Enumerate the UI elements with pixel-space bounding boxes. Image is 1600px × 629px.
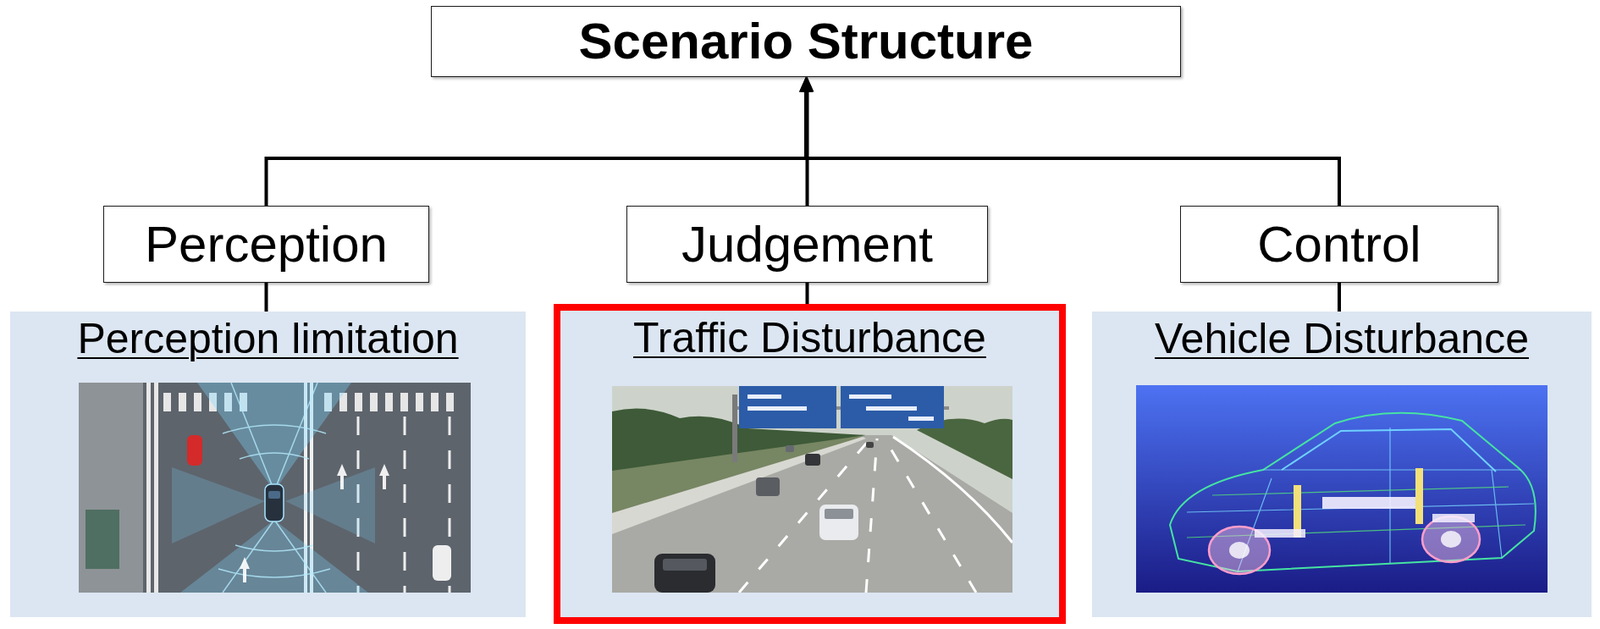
connector-line	[1337, 282, 1341, 312]
connector-arrow	[805, 82, 1340, 207]
panel-heading: Traffic Disturbance	[633, 314, 987, 364]
sensor-illustration	[78, 382, 471, 593]
stage-box: Perception	[103, 205, 430, 283]
factor-panel: Perception limitation	[10, 311, 526, 618]
box-label: Perception	[144, 215, 388, 274]
connector-line	[264, 282, 269, 312]
stage-box: Control	[1180, 205, 1499, 283]
panel-heading: Vehicle Disturbance	[1154, 314, 1529, 365]
vehicle-wireframe	[1136, 385, 1548, 593]
panel-heading: Perception limitation	[77, 314, 458, 365]
highway-photo	[612, 386, 1013, 593]
stage-box: Judgement	[626, 205, 988, 283]
factor-panel: Vehicle Disturbance	[1092, 311, 1592, 618]
connector-line	[805, 282, 810, 304]
title-box: Scenario Structure	[430, 5, 1181, 78]
connector-arrow	[266, 82, 807, 207]
box-label: Control	[1257, 215, 1421, 274]
highlighted-factor-panel: Traffic Disturbance	[553, 303, 1066, 624]
box-label: Judgement	[681, 215, 933, 274]
title-label: Scenario Structure	[579, 11, 1034, 71]
